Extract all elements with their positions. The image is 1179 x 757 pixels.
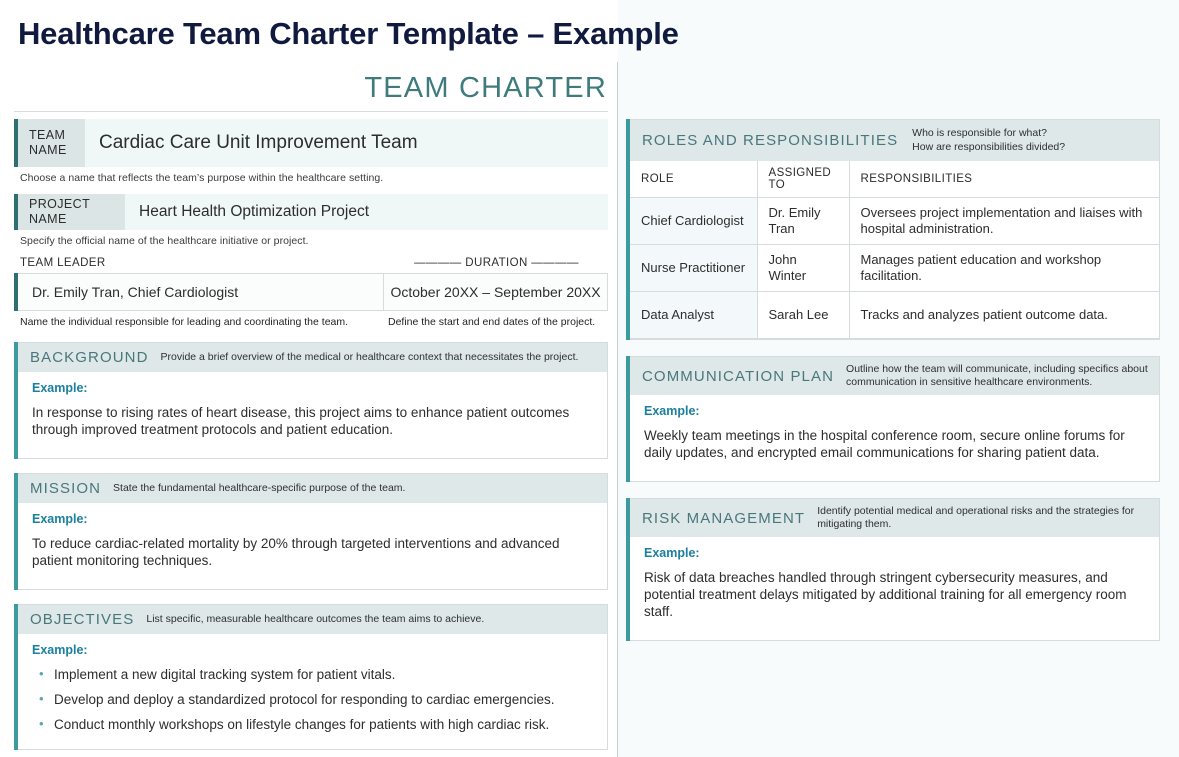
column-header-assigned-to: ASSIGNED TO [756,161,850,198]
accent-bar [626,119,630,340]
cell-role[interactable]: Data Analyst [630,291,758,339]
team-name-hint: Choose a name that reflects the team’s p… [20,172,384,184]
communication-header: COMMUNICATION PLAN Outline how the team … [630,357,1159,395]
cell-assigned-to[interactable]: Sarah Lee [756,291,850,339]
accent-bar [14,604,18,750]
background-header: BACKGROUND Provide a brief overview of t… [18,343,607,372]
leader-duration-headers: TEAM LEADER ———— DURATION ———— [20,257,608,269]
cell-assigned-to[interactable]: Dr. Emily Tran [756,197,850,245]
team-name-field[interactable]: TEAM NAME Cardiac Care Unit Improvement … [14,119,608,167]
column-header-responsibilities: RESPONSIBILITIES [848,161,1159,198]
cell-responsibilities[interactable]: Oversees project implementation and liai… [848,197,1159,245]
accent-bar [14,194,18,230]
cell-role[interactable]: Chief Cardiologist [630,197,758,245]
communication-example-text[interactable]: Weekly team meetings in the hospital con… [644,428,1125,460]
mission-example-label: Example: [32,512,88,526]
risk-example-text[interactable]: Risk of data breaches handled through st… [644,570,1127,619]
risk-subtitle-line1: Identify potential medical and operation… [817,505,1135,517]
roles-subtitle-line2: How are responsibilities divided? [912,140,1066,153]
accent-bar [14,273,18,311]
risk-header: RISK MANAGEMENT Identify potential medic… [630,499,1159,537]
right-column: ROLES AND RESPONSIBILITIES Who is respon… [626,119,1160,641]
duration-value[interactable]: October 20XX – September 20XX [390,284,601,300]
mission-subtitle: State the fundamental healthcare-specifi… [113,482,406,494]
accent-bar [626,356,630,482]
risk-subtitle-line2: mitigating them. [817,518,892,530]
roles-header: ROLES AND RESPONSIBILITIES Who is respon… [630,120,1159,161]
objectives-section: OBJECTIVES List specific, measurable hea… [14,604,608,750]
communication-section: COMMUNICATION PLAN Outline how the team … [626,356,1160,482]
project-name-value[interactable]: Heart Health Optimization Project [125,194,608,230]
risk-section: RISK MANAGEMENT Identify potential medic… [626,498,1160,641]
duration-label: ———— DURATION ———— [414,257,579,269]
cell-role[interactable]: Nurse Practitioner [630,244,758,292]
objectives-title: OBJECTIVES [30,611,135,628]
risk-title: RISK MANAGEMENT [642,509,806,527]
risk-example-label: Example: [644,546,700,560]
team-leader-value[interactable]: Dr. Emily Tran, Chief Cardiologist [18,274,384,310]
title-rule [14,111,608,112]
leader-duration-hints: Name the individual responsible for lead… [20,316,608,328]
objectives-example-label: Example: [32,643,88,657]
background-subtitle: Provide a brief overview of the medical … [160,351,579,363]
column-divider [617,62,618,757]
communication-subtitle-line1: Outline how the team will communicate, i… [846,363,1148,375]
duration-hint: Define the start and end dates of the pr… [388,316,596,328]
roles-title: ROLES AND RESPONSIBILITIES [642,132,899,149]
project-name-label: PROJECT NAME [18,194,125,230]
accent-bar [14,342,18,459]
mission-title: MISSION [30,480,102,497]
background-example-text[interactable]: In response to rising rates of heart dis… [32,405,570,437]
background-title: BACKGROUND [30,349,149,366]
project-name-hint: Specify the official name of the healthc… [20,235,309,247]
roles-table: ROLE ASSIGNED TO RESPONSIBILITIES Chief … [630,161,1159,339]
column-header-role: ROLE [630,161,758,198]
background-example-label: Example: [32,381,88,395]
page-title: Healthcare Team Charter Template – Examp… [18,16,679,51]
charter-heading: TEAM CHARTER [364,72,607,104]
team-name-label-line1: TEAM [29,128,66,142]
team-leader-hint: Name the individual responsible for lead… [20,316,349,328]
mission-header: MISSION State the fundamental healthcare… [18,474,607,503]
accent-bar [14,119,18,167]
objective-item[interactable]: Develop and deploy a standardized protoc… [39,690,593,708]
objectives-subtitle: List specific, measurable healthcare out… [146,613,485,625]
cell-assigned-to[interactable]: John Winter [756,244,850,292]
project-name-field[interactable]: PROJECT NAME Heart Health Optimization P… [14,194,608,230]
objective-item[interactable]: Implement a new digital tracking system … [39,665,593,683]
communication-title: COMMUNICATION PLAN [642,367,835,385]
team-leader-label: TEAM LEADER [20,257,106,269]
objectives-list: Implement a new digital tracking system … [32,665,593,733]
team-name-value[interactable]: Cardiac Care Unit Improvement Team [85,119,608,167]
communication-subtitle-line2: communication in sensitive healthcare en… [846,376,1093,388]
cell-responsibilities[interactable]: Manages patient education and workshop f… [848,244,1159,292]
communication-example-label: Example: [644,404,700,418]
background-section: BACKGROUND Provide a brief overview of t… [14,342,608,459]
communication-subtitle: Outline how the team will communicate, i… [846,363,1148,389]
leader-duration-row: Dr. Emily Tran, Chief Cardiologist Octob… [14,273,608,311]
objective-item[interactable]: Conduct monthly workshops on lifestyle c… [39,715,593,733]
mission-example-text[interactable]: To reduce cardiac-related mortality by 2… [32,536,560,568]
table-header-row: ROLE ASSIGNED TO RESPONSIBILITIES [630,161,1159,198]
left-column: TEAM NAME Cardiac Care Unit Improvement … [14,119,608,750]
accent-bar [14,473,18,590]
project-name-label-text: PROJECT NAME [29,197,90,226]
cell-responsibilities[interactable]: Tracks and analyzes patient outcome data… [848,291,1159,339]
roles-section: ROLES AND RESPONSIBILITIES Who is respon… [626,119,1160,340]
risk-subtitle: Identify potential medical and operation… [817,505,1134,531]
team-name-label: TEAM NAME [18,119,85,167]
roles-subtitle-line1: Who is responsible for what? [912,127,1047,139]
team-name-label-line2: NAME [29,143,67,157]
objectives-header: OBJECTIVES List specific, measurable hea… [18,605,607,634]
accent-bar [626,498,630,641]
roles-subtitle: Who is responsible for what? How are res… [912,127,1065,154]
mission-section: MISSION State the fundamental healthcare… [14,473,608,590]
